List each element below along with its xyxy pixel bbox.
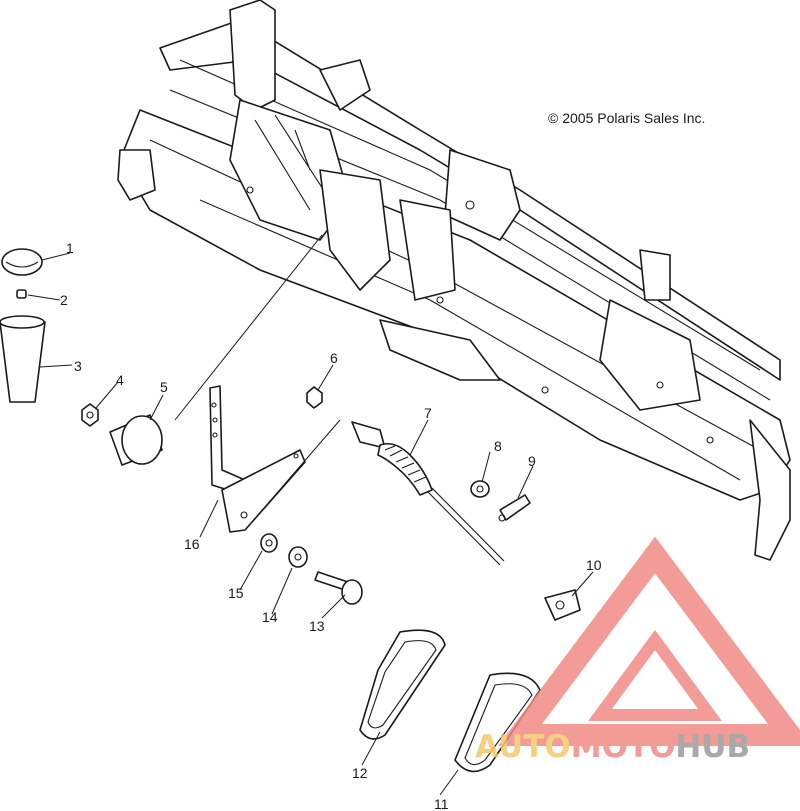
part-8-washer [470,480,490,498]
callout-6: 6 [330,350,338,366]
callout-10: 10 [586,557,602,573]
part-11-pedal-pad [454,672,541,773]
callout-4: 4 [116,372,124,388]
part-2-screw [16,289,27,299]
frame-assembly [117,0,791,561]
part-12-pad [359,629,446,740]
callout-7: 7 [424,405,432,421]
part-9-clip [498,494,531,522]
callouts: 1 2 3 4 5 6 7 8 9 10 11 12 13 14 15 16 [60,240,602,811]
watermark-word-2: MOTO [571,729,676,765]
watermark-logo: AUTOMOTOHUB [475,536,800,765]
part-14-washer [288,546,308,568]
part-1-cap [1,248,43,276]
part-15-washer [260,533,278,553]
callout-16: 16 [184,536,200,552]
leader-lines [27,234,594,796]
callout-1: 1 [66,240,74,256]
part-4-nut [81,403,99,427]
callout-3: 3 [74,358,82,374]
callout-5: 5 [160,379,168,395]
part-5-bumper [109,414,163,466]
callout-11: 11 [434,796,449,811]
part-10-clamp [544,589,581,621]
watermark-word-3: HUB [675,729,750,765]
part-6-nut [306,386,323,409]
part-16-lever [209,385,306,533]
callout-9: 9 [528,453,536,469]
callout-15: 15 [228,585,244,601]
callout-2: 2 [60,292,68,308]
part-3-grip [0,315,46,403]
callout-12: 12 [352,765,368,781]
copyright-text: © 2005 Polaris Sales Inc. [548,110,705,126]
callout-8: 8 [494,438,502,454]
callout-14: 14 [262,609,278,625]
callout-13: 13 [309,618,325,634]
watermark-word-1: AUTO [475,729,571,765]
part-13-bolt [314,571,363,605]
part-7-cable-assembly [351,421,505,566]
watermark-text: AUTOMOTOHUB [475,729,750,765]
